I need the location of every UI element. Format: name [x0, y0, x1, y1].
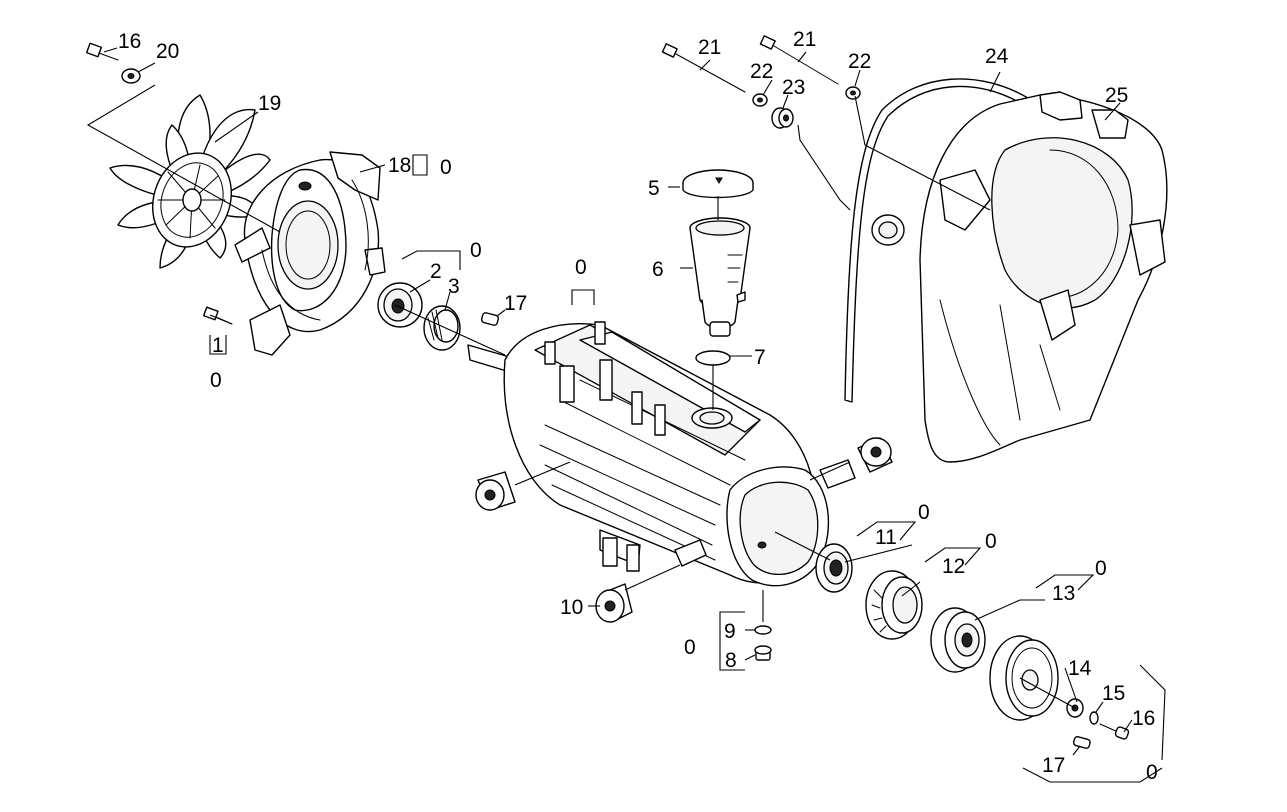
long-bolt-left — [661, 43, 746, 93]
callout-21-left: 21 — [698, 36, 721, 59]
pulley-hub — [930, 607, 986, 673]
callout-16: 16 — [118, 30, 141, 53]
callout-8: 8 — [725, 649, 737, 672]
callout-1: 1 — [212, 334, 224, 357]
callout-17-pulley: 17 — [1042, 754, 1065, 777]
bearing — [377, 282, 423, 328]
shroud-bolt — [202, 306, 233, 325]
callout-13-assembly: 0 — [1095, 557, 1107, 580]
fan-impeller — [109, 94, 271, 269]
callout-3: 3 — [448, 275, 460, 298]
callout-18-assembly: 0 — [440, 156, 452, 179]
callout-2: 2 — [430, 260, 442, 283]
callout-1-assembly: 0 — [210, 369, 222, 392]
long-bolt-right — [759, 35, 839, 85]
washer-right — [845, 86, 861, 100]
callout-11: 11 — [875, 526, 897, 549]
callout-13: 13 — [1052, 582, 1075, 605]
oil-reservoir — [689, 217, 751, 337]
callout-16-pulley: 16 — [1132, 707, 1155, 730]
callout-17: 17 — [504, 292, 527, 315]
callout-22-right: 22 — [848, 50, 871, 73]
retaining-ring — [423, 305, 461, 351]
callout-12-assembly: 0 — [985, 530, 997, 553]
callout-19: 19 — [258, 92, 281, 115]
callout-18: 18 — [388, 154, 411, 177]
callout-drain-assembly: 0 — [684, 636, 696, 659]
callout-14: 14 — [1068, 657, 1092, 680]
callout-labels: 16 20 19 18 0 0 2 3 17 1 0 0 5 6 7 21 21… — [118, 28, 1158, 784]
belt-guard-cover — [919, 91, 1168, 463]
washer-left — [752, 93, 768, 107]
fan-bolt — [85, 42, 119, 61]
callout-7: 7 — [754, 346, 766, 369]
oil-reservoir-cap — [682, 169, 754, 199]
callout-9: 9 — [724, 620, 736, 643]
lock-washer — [1089, 711, 1099, 725]
pulley — [989, 635, 1059, 721]
callout-25: 25 — [1105, 84, 1128, 107]
rubber-foot-right — [857, 437, 893, 473]
main-pump-housing — [467, 321, 856, 587]
rubber-grommet — [771, 107, 794, 129]
callout-11-assembly: 0 — [918, 501, 930, 524]
shaft-key — [480, 312, 500, 326]
drain-o-ring — [754, 625, 772, 635]
pulley-key — [1072, 736, 1091, 749]
callout-24: 24 — [985, 45, 1009, 68]
callout-housing-assembly: 0 — [575, 256, 587, 279]
rubber-foot-left — [475, 471, 516, 511]
front-bearing — [865, 570, 923, 640]
callout-20: 20 — [156, 40, 179, 63]
pulley-bolt — [1099, 723, 1130, 740]
drain-plug — [754, 645, 772, 661]
callout-bearing-assembly: 0 — [470, 239, 482, 262]
callout-5: 5 — [648, 177, 660, 200]
belt-guard-gasket — [844, 78, 1029, 403]
callout-21-right: 21 — [793, 28, 816, 51]
fan-washer — [121, 68, 141, 84]
leader-lines — [86, 47, 1166, 761]
callout-12: 12 — [942, 555, 965, 578]
label-brackets — [209, 154, 1163, 783]
callout-pulley-assembly: 0 — [1146, 761, 1158, 784]
rubber-foot-bottom — [595, 583, 633, 623]
callout-23: 23 — [782, 76, 805, 99]
callout-6: 6 — [652, 258, 664, 281]
fan-shroud-housing — [234, 151, 386, 356]
callout-10: 10 — [560, 596, 583, 619]
callout-15: 15 — [1102, 682, 1125, 705]
shaft-seal — [815, 543, 853, 593]
callout-22-left: 22 — [750, 60, 773, 83]
oil-o-ring — [695, 350, 731, 366]
